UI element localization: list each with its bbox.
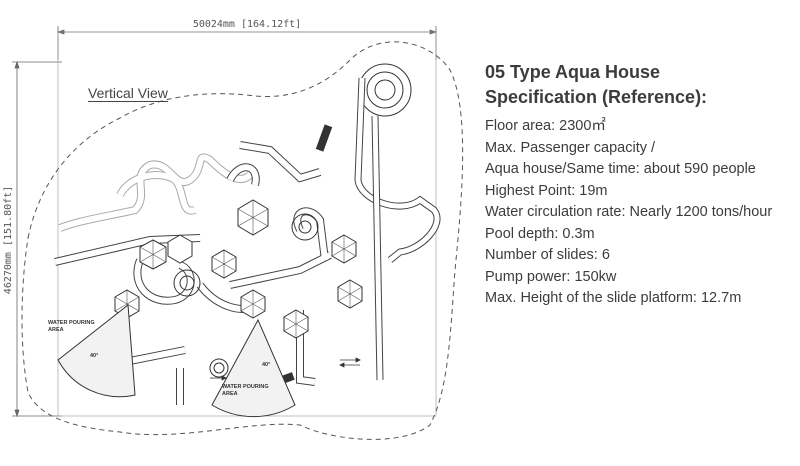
spec-title: 05 Type Aqua House Specification (Refere… xyxy=(485,60,800,110)
spec-water-circulation: Water circulation rate: Nearly 1200 tons… xyxy=(485,204,773,220)
water-pouring-area-right: WATER POURING AREA 40° xyxy=(211,318,296,418)
svg-text:40°: 40° xyxy=(262,362,270,368)
spec-capacity-label: Max. Passenger capacity / xyxy=(485,139,656,156)
svg-text:AREA: AREA xyxy=(48,327,64,333)
spec-max-platform-height: Max. Height of the slide platform: 12.7m xyxy=(485,290,742,306)
spec-pump-power: Pump power: 150kw xyxy=(485,268,617,285)
spec-title-line1: 05 Type Aqua House xyxy=(485,62,661,82)
spec-highest-point: Highest Point: 19m xyxy=(485,182,608,199)
site-boundary xyxy=(21,41,464,440)
spec-floor-area: Floor area: 2300㎡ xyxy=(485,118,606,134)
width-dimension-label: 50024mm [164.12ft] xyxy=(193,19,301,30)
flow-arrows xyxy=(210,357,361,381)
vertical-view-label: Vertical View xyxy=(88,85,168,102)
platforms xyxy=(114,199,363,339)
spec-pool-depth: Pool depth: 0.3m xyxy=(485,225,595,242)
svg-text:WATER POURING: WATER POURING xyxy=(48,320,95,326)
spec-title-line2: Specification (Reference): xyxy=(485,87,708,107)
spec-capacity-value: Aqua house/Same time: about 590 people xyxy=(485,161,756,177)
svg-text:40°: 40° xyxy=(90,353,98,359)
width-dimension xyxy=(56,26,438,60)
water-pouring-area-left: WATER POURING AREA 40° xyxy=(48,304,136,398)
height-dimension xyxy=(12,60,62,418)
aqua-house-plan-drawing: 50024mm [164.12ft] 46270mm [151.80ft] xyxy=(3,19,464,440)
spec-list: Floor area: 2300㎡ Max. Passenger capacit… xyxy=(485,116,800,310)
svg-text:AREA: AREA xyxy=(222,391,238,397)
specification-panel: 05 Type Aqua House Specification (Refere… xyxy=(485,60,800,310)
long-slide xyxy=(354,63,441,381)
svg-text:WATER POURING: WATER POURING xyxy=(222,384,269,390)
spec-number-of-slides: Number of slides: 6 xyxy=(485,247,610,263)
round-towers xyxy=(173,213,319,378)
height-dimension-label: 46270mm [151.80ft] xyxy=(3,186,14,294)
